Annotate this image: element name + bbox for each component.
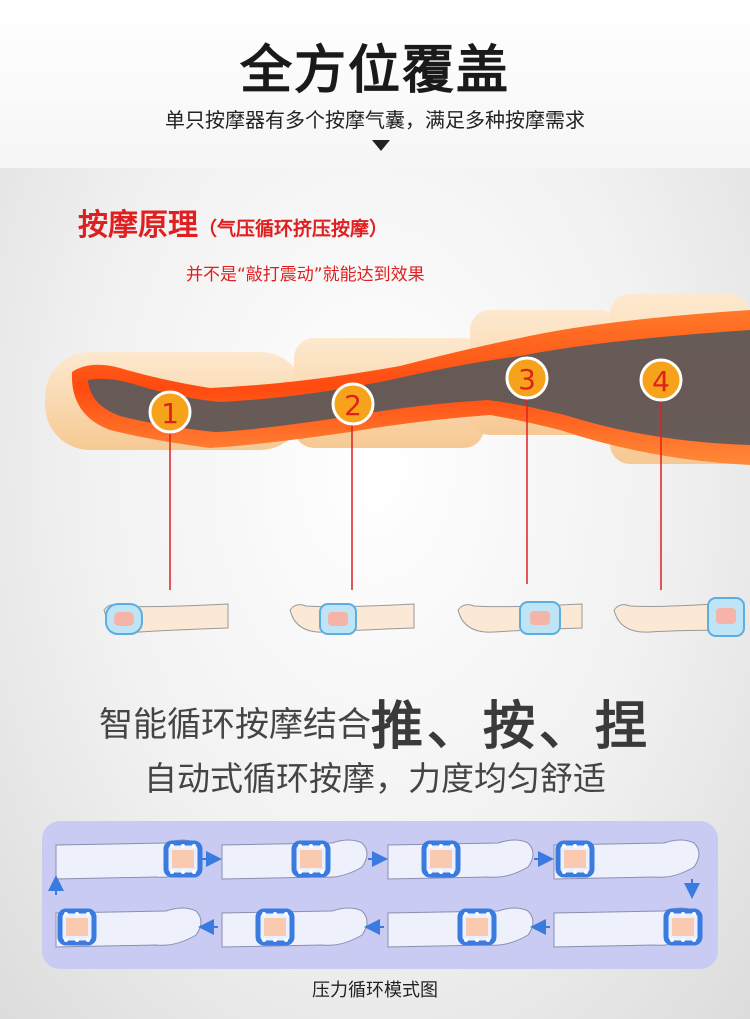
principle-title: 按摩原理	[78, 208, 198, 243]
leg-inner	[88, 330, 750, 445]
marker-3: 3	[505, 356, 549, 400]
slogan-line-2: 自动式循环按摩，力度均匀舒适	[144, 759, 606, 798]
cycle-illustration	[48, 839, 718, 948]
cycle-caption: 压力循环模式图	[312, 980, 438, 1001]
slogan-line-1: 智能循环按摩结合推、按、捏	[0, 684, 750, 759]
small-leg-1	[103, 603, 229, 635]
page-title: 全方位覆盖	[239, 41, 510, 101]
small-leg-3	[457, 601, 583, 635]
marker-2: 2	[331, 382, 375, 426]
principle-heading: 按摩原理（气压循环挤压按摩）	[78, 200, 388, 244]
down-arrow-icon	[372, 140, 390, 151]
svg-text:4: 4	[652, 365, 670, 398]
page-subtitle: 单只按摩器有多个按摩气囊，满足多种按摩需求	[165, 108, 585, 132]
svg-text:1: 1	[161, 397, 179, 430]
principle-note: 并不是“敲打震动”就能达到效果	[186, 265, 425, 285]
cycle-step-8	[55, 907, 202, 948]
cycle-step-7	[221, 907, 368, 948]
leg-illustration: 1 2 3 4	[45, 294, 750, 590]
marker-1: 1	[148, 390, 192, 434]
cycle-step-3	[387, 839, 534, 880]
pressure-cycle-diagram	[42, 821, 718, 969]
marker-4: 4	[639, 358, 683, 402]
slogan-emphasis: 推、按、捏	[370, 697, 651, 757]
svg-text:2: 2	[344, 389, 362, 422]
slogan-prefix: 智能循环按摩结合	[98, 705, 371, 745]
small-leg-4	[613, 597, 745, 637]
cycle-step-1	[55, 839, 201, 880]
svg-text:3: 3	[518, 363, 536, 396]
cycle-step-2	[221, 839, 368, 880]
cycle-step-4	[553, 839, 700, 880]
cycle-step-6	[387, 907, 534, 948]
principle-subtitle: （气压循环挤压按摩）	[198, 218, 389, 240]
small-leg-2	[289, 603, 415, 635]
cycle-step-5	[553, 907, 700, 948]
